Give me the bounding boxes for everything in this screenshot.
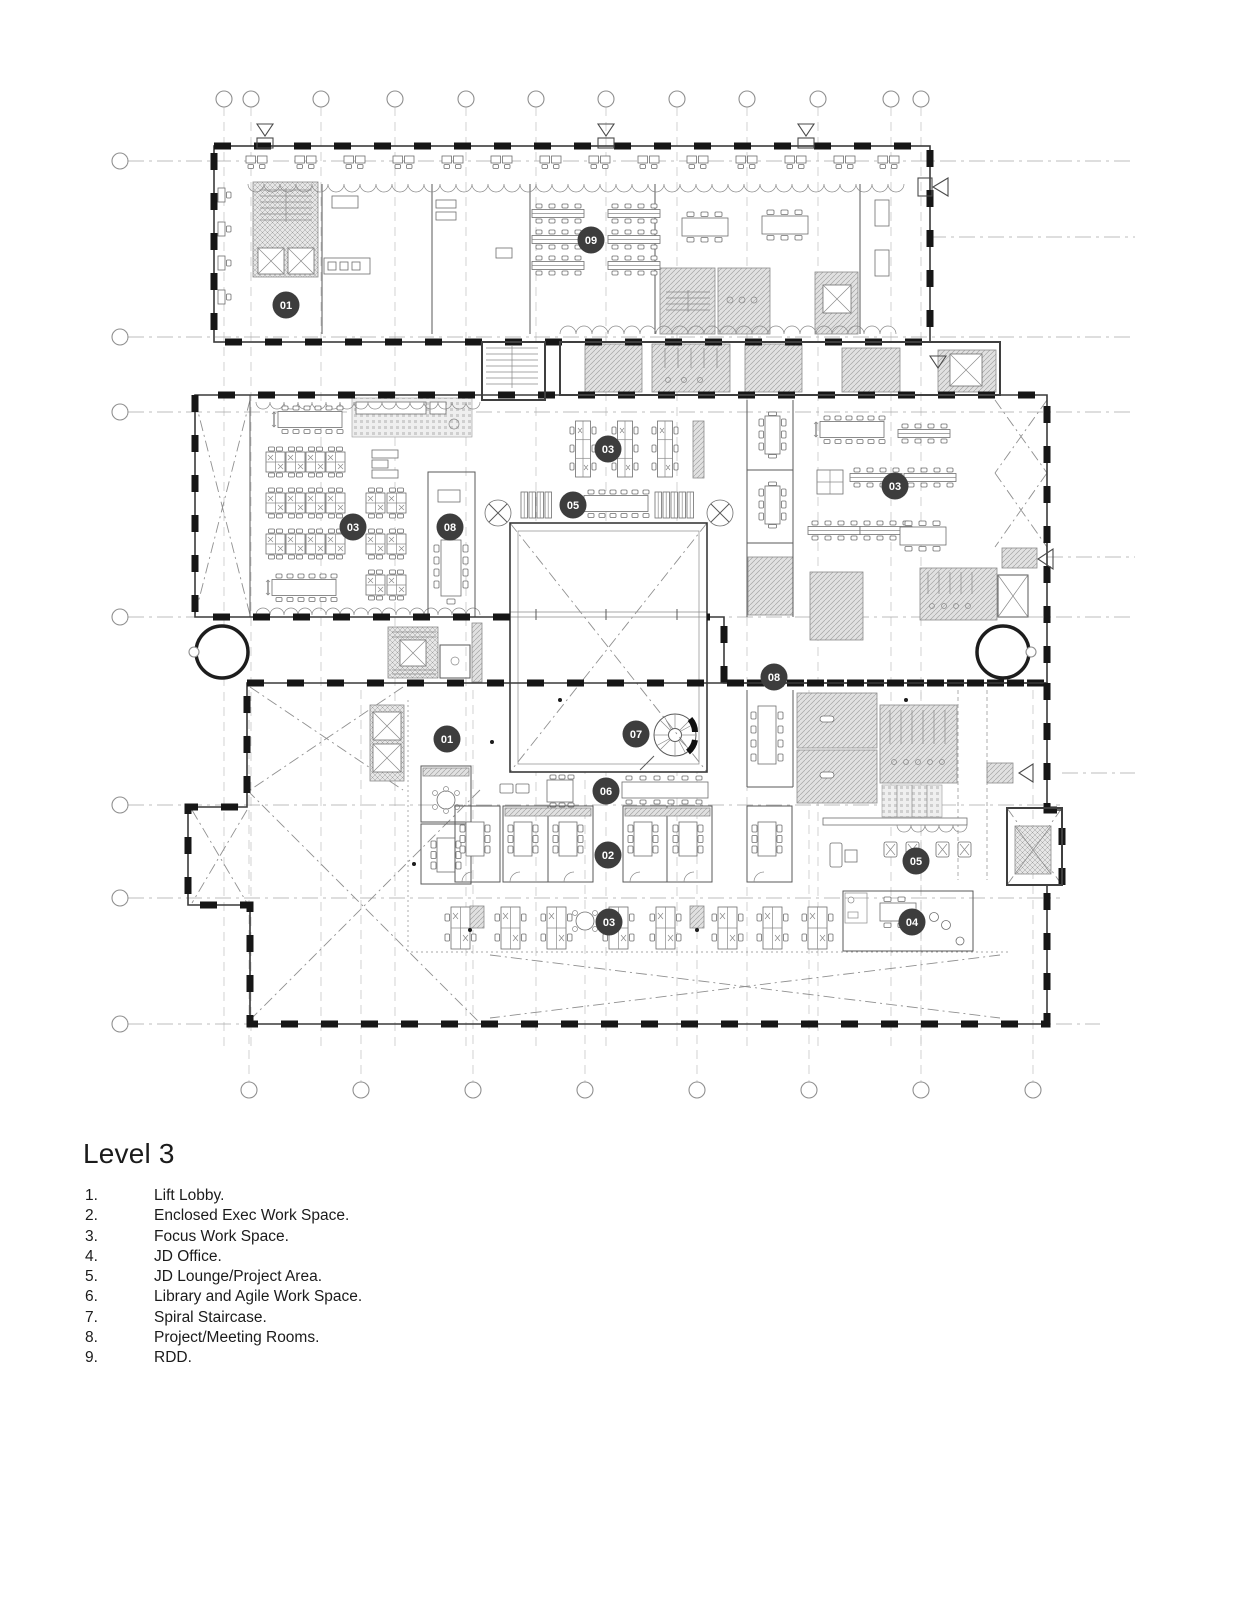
plan-marker: 05 bbox=[902, 847, 930, 875]
svg-text:07: 07 bbox=[630, 729, 642, 741]
legend-item: 4. JD Office. bbox=[85, 1247, 362, 1267]
svg-text:03: 03 bbox=[602, 444, 614, 456]
svg-text:01: 01 bbox=[280, 300, 292, 312]
plan-marker: 01 bbox=[433, 725, 461, 753]
plan-marker: 03 bbox=[881, 472, 909, 500]
legend-item-number: 7. bbox=[85, 1308, 98, 1326]
svg-text:05: 05 bbox=[910, 856, 922, 868]
plan-marker: 01 bbox=[272, 291, 300, 319]
legend-item: 2. Enclosed Exec Work Space. bbox=[85, 1206, 362, 1226]
legend-item-label: JD Lounge/Project Area. bbox=[154, 1268, 323, 1286]
building-walls bbox=[184, 142, 1066, 1028]
round-column-icon bbox=[188, 624, 1037, 680]
plan-symbols bbox=[188, 123, 1054, 932]
plan-marker: 07 bbox=[622, 720, 650, 748]
legend-item-label: Project/Meeting Rooms. bbox=[154, 1329, 320, 1347]
legend-item-label: JD Office. bbox=[154, 1247, 222, 1265]
legend-item-label: Lift Lobby. bbox=[154, 1187, 225, 1204]
legend-item: 1. Lift Lobby. bbox=[85, 1186, 362, 1206]
legend-item-number: 3. bbox=[85, 1227, 98, 1245]
svg-text:06: 06 bbox=[600, 786, 612, 798]
legend: 1. Lift Lobby. 2. Enclosed Exec Work Spa… bbox=[85, 1186, 362, 1369]
legend-item-number: 8. bbox=[85, 1329, 98, 1347]
legend-item-number: 6. bbox=[85, 1288, 98, 1306]
legend-item: 9. RDD. bbox=[85, 1348, 362, 1368]
plan-marker: 03 bbox=[595, 908, 623, 936]
plan-marker: 05 bbox=[559, 491, 587, 519]
svg-text:04: 04 bbox=[906, 917, 919, 929]
legend-item-label: Spiral Staircase. bbox=[154, 1308, 267, 1326]
svg-text:02: 02 bbox=[602, 850, 614, 862]
plan-marker: 09 bbox=[577, 226, 605, 254]
svg-text:03: 03 bbox=[603, 917, 615, 929]
legend-item-number: 2. bbox=[85, 1207, 98, 1225]
svg-text:09: 09 bbox=[585, 235, 597, 247]
legend-item-number: 4. bbox=[85, 1247, 98, 1265]
legend-item: 5. JD Lounge/Project Area. bbox=[85, 1267, 362, 1287]
plan-marker: 06 bbox=[592, 777, 620, 805]
svg-text:03: 03 bbox=[347, 522, 359, 534]
legend-item-number: 9. bbox=[85, 1349, 98, 1367]
furniture-layer bbox=[217, 155, 1008, 953]
markers-layer: 01 09 03 08 05 03 03 08 01 07 06 02 03 0… bbox=[272, 226, 930, 936]
plan-marker: 08 bbox=[760, 663, 788, 691]
legend-item-label: RDD. bbox=[154, 1349, 192, 1367]
legend-item-label: Enclosed Exec Work Space. bbox=[154, 1207, 350, 1225]
plan-marker: 04 bbox=[898, 908, 926, 936]
legend-item: 8. Project/Meeting Rooms. bbox=[85, 1328, 362, 1348]
legend-item: 6. Library and Agile Work Space. bbox=[85, 1287, 362, 1307]
page-title: Level 3 bbox=[83, 1138, 175, 1169]
column-cross-icon bbox=[484, 499, 734, 527]
plan-marker: 03 bbox=[594, 435, 622, 463]
bottom-block-walls bbox=[184, 679, 1066, 1028]
spiral-staircase-icon bbox=[639, 713, 698, 771]
plan-marker: 03 bbox=[339, 513, 367, 541]
plan-marker: 02 bbox=[594, 841, 622, 869]
hatch-zones bbox=[252, 181, 1052, 875]
legend-item: 7. Spiral Staircase. bbox=[85, 1308, 362, 1328]
plan-marker: 08 bbox=[436, 513, 464, 541]
grid-verticals-bottom bbox=[240, 690, 1042, 1099]
reference-dots bbox=[412, 698, 908, 932]
svg-text:05: 05 bbox=[567, 500, 579, 512]
legend-item-label: Library and Agile Work Space. bbox=[154, 1288, 363, 1306]
connector-walls bbox=[481, 341, 1063, 886]
legend-item-number: 5. bbox=[85, 1268, 98, 1286]
svg-text:03: 03 bbox=[889, 481, 901, 493]
svg-text:01: 01 bbox=[441, 734, 453, 746]
svg-text:08: 08 bbox=[444, 522, 456, 534]
datum-triangle-icon bbox=[255, 123, 1054, 784]
legend-item-number: 1. bbox=[85, 1187, 98, 1204]
atrium-void bbox=[509, 522, 708, 773]
legend-item-label: Focus Work Space. bbox=[154, 1227, 289, 1245]
svg-text:08: 08 bbox=[768, 672, 780, 684]
legend-item: 3. Focus Work Space. bbox=[85, 1227, 362, 1247]
middle-band-walls bbox=[191, 391, 1051, 687]
